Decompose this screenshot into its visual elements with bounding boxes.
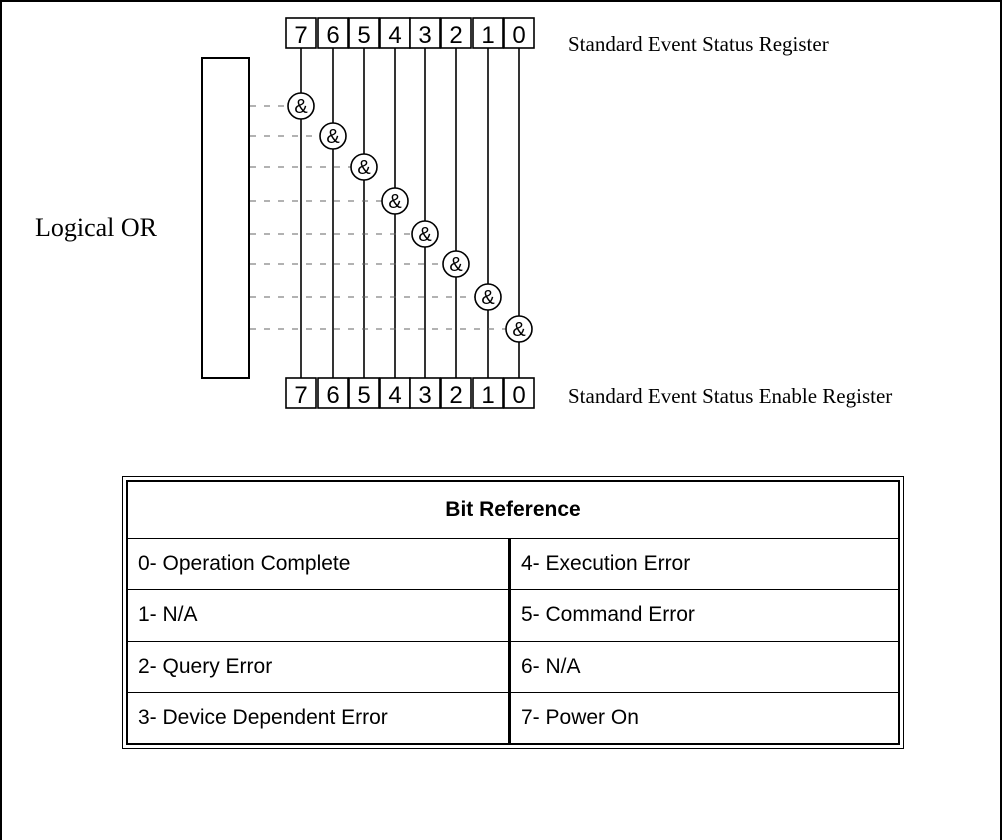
table-cell-bit-1: 1- N/A [128,590,511,641]
and-gate-bit-0: & [505,315,533,343]
bottom-register-cell: 5 [348,377,380,409]
top-register-cell: 1 [472,17,504,49]
and-gate-symbol: & [449,254,463,276]
logical-or-block [201,57,250,379]
bottom-register-cell: 1 [472,377,504,409]
and-gate-symbol: & [512,319,526,341]
bottom-register-cell: 7 [285,377,317,409]
top-register-cell: 4 [379,17,411,49]
bottom-register-bit-label: 0 [512,382,525,409]
top-register-bit-label: 6 [326,22,339,49]
and-gate-bit-4: & [381,187,409,215]
table-row: 1- N/A 5- Command Error [128,590,898,642]
bottom-register-bit-label: 4 [388,382,401,409]
top-register-cell: 7 [285,17,317,49]
bottom-register-bit-label: 2 [449,382,462,409]
and-gate-symbol: & [481,287,495,309]
and-gate-symbol: & [418,224,432,246]
top-register-cell: 3 [409,17,441,49]
top-register-bit-label: 0 [512,22,525,49]
and-gate-bit-1: & [474,283,502,311]
and-gate-bit-3: & [411,220,439,248]
bottom-register-cell: 3 [409,377,441,409]
top-register-bit-label: 3 [418,22,431,49]
top-register-bit-label: 4 [388,22,401,49]
top-register-bit-label: 2 [449,22,462,49]
bottom-register-cell: 2 [440,377,472,409]
bottom-register-cell: 6 [317,377,349,409]
bit-reference-title: Bit Reference [128,482,898,539]
and-gate-bit-2: & [442,250,470,278]
bit-reference-table: Bit Reference 0- Operation Complete 4- E… [122,476,904,749]
top-register-bit-label: 1 [481,22,494,49]
bit-reference-table-inner: Bit Reference 0- Operation Complete 4- E… [126,480,900,745]
bottom-register-cell: 0 [503,377,535,409]
table-row: 2- Query Error 6- N/A [128,641,898,693]
and-gate-symbol: & [388,191,402,213]
and-gate-symbol: & [294,96,308,118]
table-cell-bit-4: 4- Execution Error [521,552,691,576]
bottom-register-bit-label: 1 [481,382,494,409]
top-register-bit-label: 5 [357,22,370,49]
bottom-register-bit-label: 6 [326,382,339,409]
table-cell-bit-6: 6- N/A [521,654,581,678]
bottom-register-label: Standard Event Status Enable Register [568,384,892,408]
table-cell-bit-3: 3- Device Dependent Error [128,692,511,743]
table-row: 3- Device Dependent Error 7- Power On [128,692,898,743]
table-row: 0- Operation Complete 4- Execution Error [128,539,898,591]
top-register-cell: 5 [348,17,380,49]
bottom-register-bit-label: 7 [294,382,307,409]
table-cell-bit-5: 5- Command Error [521,603,695,627]
table-cell-bit-2: 2- Query Error [128,641,511,692]
and-gate-symbol: & [326,126,340,148]
top-register-label: Standard Event Status Register [568,32,829,56]
top-register-cell: 0 [503,17,535,49]
and-gate-bit-7: & [287,92,315,120]
logical-or-label: Logical OR [35,213,158,242]
bottom-register-bit-label: 5 [357,382,370,409]
top-register-cell: 6 [317,17,349,49]
table-cell-bit-7: 7- Power On [521,705,639,729]
top-register-bit-label: 7 [294,22,307,49]
and-gate-bit-5: & [350,153,378,181]
and-gate-bit-6: & [319,122,347,150]
top-register-cell: 2 [440,17,472,49]
bottom-register-bit-label: 3 [418,382,431,409]
table-cell-bit-0: 0- Operation Complete [128,539,511,590]
bottom-register-cell: 4 [379,377,411,409]
and-gate-symbol: & [357,157,371,179]
